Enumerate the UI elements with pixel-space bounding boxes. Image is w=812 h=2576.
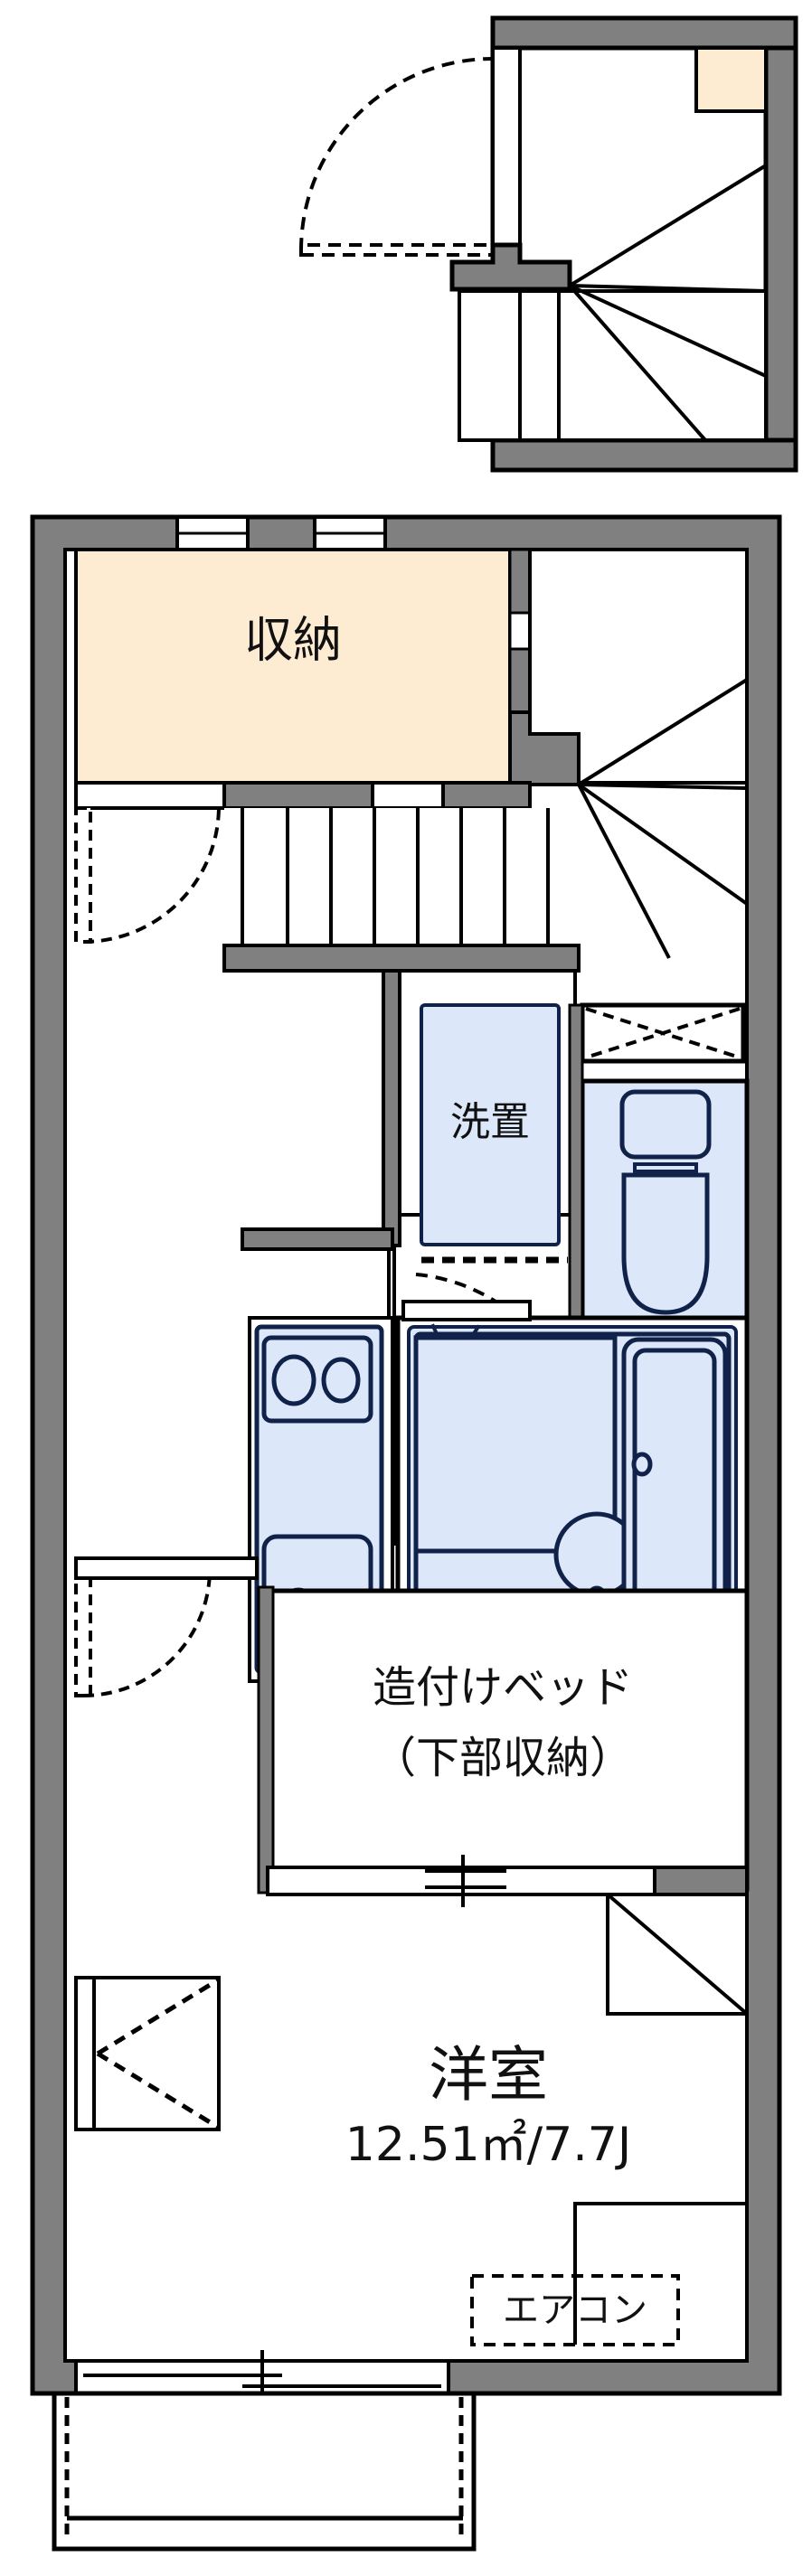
room-door-lower-leaf — [74, 1571, 92, 1697]
entry-door-leaf — [299, 243, 495, 257]
balcony — [52, 2391, 477, 2552]
closet-left-arrow-up — [96, 1977, 221, 2056]
room-door-lower[interactable] — [74, 1556, 259, 1697]
main-floor-section: 収納 — [30, 514, 782, 2552]
bath-door-opening[interactable] — [401, 1300, 532, 1321]
closet-left-arrow-down — [96, 2051, 221, 2130]
balcony-window[interactable] — [74, 2350, 450, 2411]
bath-door-swing-v — [423, 1307, 492, 1371]
window-storage-1 — [175, 515, 250, 551]
stove — [261, 1335, 373, 1424]
room-main: 洋室 12.51㎡/7.7J — [345, 2040, 631, 2172]
aircon-recess — [573, 2202, 747, 2345]
entrance-section — [299, 15, 798, 473]
builtin-bed-label-1: 造付けベッド — [373, 1662, 633, 1713]
room-door-upper[interactable] — [74, 805, 221, 944]
shoe-box — [694, 46, 768, 113]
room-door-lower-opening — [74, 1556, 259, 1580]
room-door-lower-arc — [82, 1568, 212, 1697]
hall-wall — [222, 944, 581, 973]
entrance-corridor — [491, 46, 522, 247]
entry-door[interactable] — [299, 57, 495, 257]
hall-wall-stub — [241, 1227, 394, 1251]
toilet-bowl — [619, 1089, 712, 1315]
closet-right-swing — [606, 1893, 749, 2016]
bathroom-washbasin — [413, 1335, 640, 1611]
main-room-label: 洋室 — [429, 2040, 548, 2110]
main-room-area: 12.51㎡/7.7J — [345, 2118, 631, 2172]
entry-door-swing-arc — [299, 57, 494, 251]
room-door-upper-arc — [82, 805, 221, 944]
laundry-label: 洗置 — [450, 1099, 530, 1145]
closet-right[interactable] — [606, 1893, 749, 2016]
closet-left[interactable] — [74, 1976, 221, 2131]
room-door-upper-leaf — [74, 806, 92, 944]
stairs-upper — [458, 164, 768, 442]
builtin-bed-label-2: （下部収納） — [373, 1733, 633, 1783]
storage-label: 収納 — [244, 612, 342, 669]
window-storage-2 — [313, 515, 387, 551]
builtin-bed: 造付けベッド （下部収納） — [257, 1585, 750, 1907]
storage-bottom-openings — [74, 781, 532, 810]
room-laundry: 洗置 — [387, 969, 577, 1246]
storage-right-wall — [508, 548, 532, 714]
room-storage: 収納 — [74, 548, 512, 785]
aircon-marker: エアコン — [470, 2202, 747, 2346]
